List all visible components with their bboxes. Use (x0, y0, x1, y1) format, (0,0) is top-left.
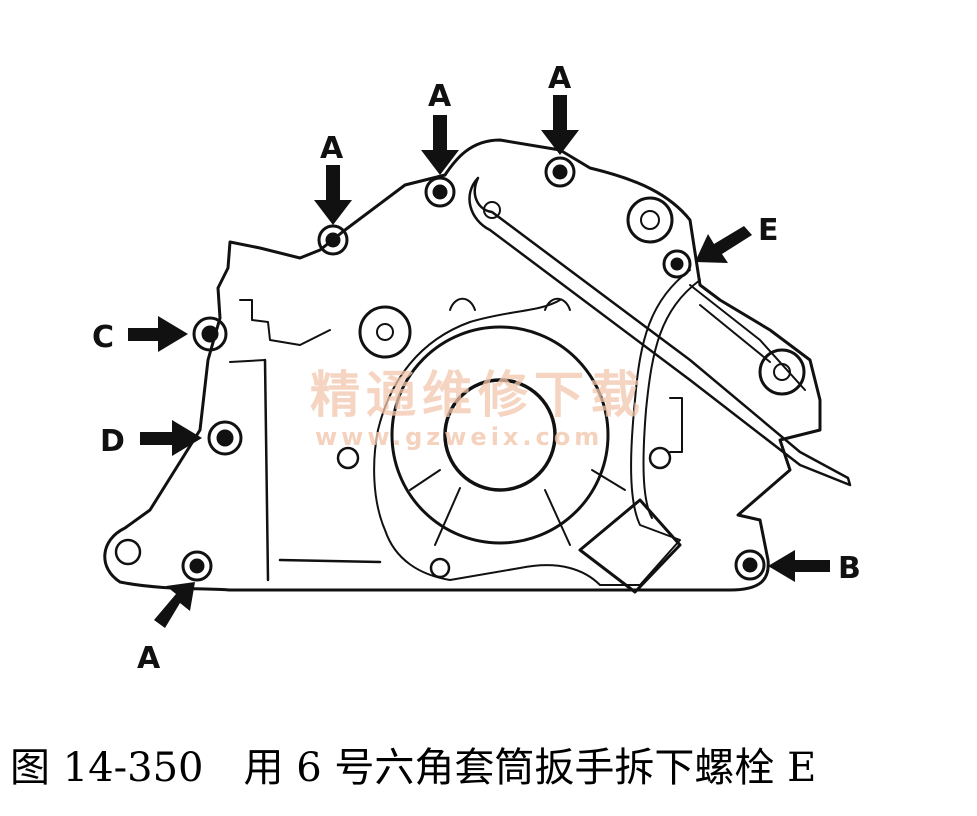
label-b: B (838, 551, 861, 586)
bolt-a-bottom (181, 550, 213, 582)
label-e: E (758, 213, 779, 248)
label-a-mid: A (428, 79, 452, 114)
bolt-b (734, 549, 766, 581)
bolt-d (207, 420, 243, 456)
arrow-c (128, 316, 188, 352)
bolt-a-right (544, 156, 576, 188)
guide-arm (468, 176, 852, 487)
arrow-e (695, 226, 752, 263)
bolt-a-mid (424, 176, 456, 208)
watermark-url: www.gzweix.com (315, 423, 603, 451)
arrow-b (768, 550, 830, 582)
bolt-e (662, 249, 692, 279)
watermark-text: 精通维修下载 (310, 366, 646, 424)
bolt-a-left (317, 224, 349, 256)
oil-pump-cover-diagram: 精通维修下载 www.gzweix.com A A A A B C D E (92, 61, 861, 676)
gasket-bead (373, 269, 691, 586)
rotor-outer-ring (390, 325, 610, 545)
housing-outline (103, 138, 822, 592)
label-d: D (100, 424, 125, 459)
arrow-a-left (314, 165, 352, 225)
label-a-right: A (548, 61, 572, 96)
arrow-d (140, 420, 202, 456)
bolt-c (192, 316, 228, 352)
figure-caption: 图 14-350 用 6 号六角套筒扳手拆下螺栓 E (10, 745, 817, 791)
relief-valve (578, 498, 682, 594)
arrow-a-bottom (154, 582, 195, 628)
rotor-bore (443, 378, 557, 492)
label-a-left: A (320, 131, 344, 166)
arrow-a-mid (421, 115, 459, 175)
arrow-a-right (541, 95, 579, 155)
label-a-bottom: A (137, 641, 161, 676)
label-c: C (92, 320, 114, 355)
